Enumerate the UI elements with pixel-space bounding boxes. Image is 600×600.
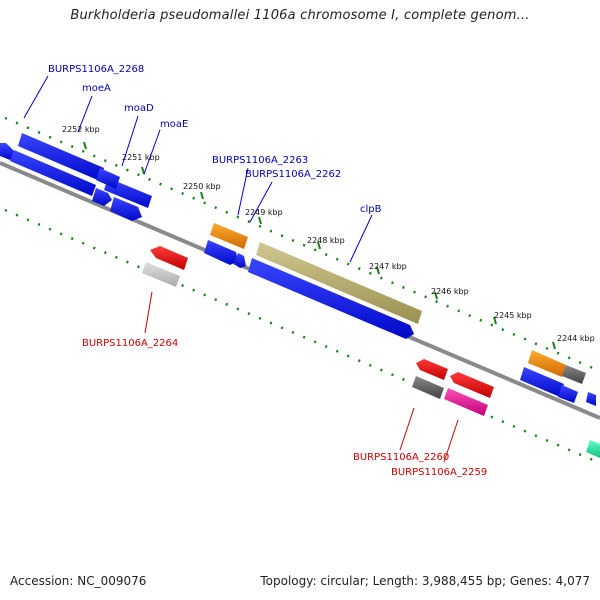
tick-label: 2246 kbp	[431, 287, 469, 296]
tick-label: 2252 kbp	[62, 125, 100, 134]
gene-arrow-BURPS1106A_2268[interactable]	[18, 133, 104, 181]
accession-text: Accession: NC_009076	[10, 574, 147, 588]
gene-label[interactable]: clpB	[360, 204, 382, 215]
gene-label[interactable]: moaE	[160, 119, 188, 130]
gene-arrow-moeA[interactable]	[10, 150, 96, 196]
gene-arrow-BURPS1106A_2259[interactable]	[444, 388, 488, 416]
tick-label: 2249 kbp	[245, 208, 283, 217]
gene-arrow-moaD[interactable]	[92, 188, 112, 206]
tick-label: 2247 kbp	[369, 262, 407, 271]
topology-summary: Topology: circular; Length: 3,988,455 bp…	[260, 574, 590, 588]
gene-label[interactable]: moaD	[124, 103, 154, 114]
gene-labels-reverse: BURPS1106A_2264 BURPS1106A_2260 BURPS110…	[82, 338, 487, 478]
gene-labels-forward: BURPS1106A_2268 moeA moaD moaE BURPS1106…	[48, 64, 382, 215]
gene-arrow-clpB[interactable]	[256, 242, 422, 324]
inner-guide-line	[4, 208, 600, 465]
forward-genes	[0, 133, 596, 406]
gene-arrow-BURPS1106A_2262[interactable]	[204, 240, 238, 265]
gene-arrow[interactable]	[528, 350, 566, 377]
label-connectors	[23, 75, 459, 463]
gene-label[interactable]: BURPS1106A_2268	[48, 64, 144, 75]
gene-arrow[interactable]	[586, 440, 600, 458]
gene-label[interactable]: BURPS1106A_2260	[353, 452, 449, 463]
gene-arrow[interactable]	[248, 258, 414, 339]
tick-label: 2251 kbp	[122, 153, 160, 162]
gene-arrow[interactable]	[586, 392, 596, 406]
gene-arrow[interactable]	[450, 372, 494, 398]
gene-label[interactable]: BURPS1106A_2262	[245, 169, 341, 180]
gene-label[interactable]: BURPS1106A_2259	[391, 467, 487, 478]
gene-arrow[interactable]	[96, 168, 120, 189]
gene-label[interactable]: BURPS1106A_2263	[212, 155, 308, 166]
gene-label[interactable]: BURPS1106A_2264	[82, 338, 178, 349]
gene-arrow-BURPS1106A_2263[interactable]	[210, 223, 248, 249]
reverse-genes	[142, 246, 600, 458]
gene-arrow-BURPS1106A_2260[interactable]	[412, 376, 444, 399]
gene-arrow-BURPS1106A_2264[interactable]	[142, 262, 180, 287]
tick-label: 2245 kbp	[494, 311, 532, 320]
gene-arrow[interactable]	[416, 359, 448, 380]
tick-marks	[83, 141, 556, 350]
tick-label: 2250 kbp	[183, 182, 221, 191]
gene-arrow[interactable]	[234, 253, 246, 268]
tick-label: 2244 kbp	[557, 334, 595, 343]
gene-arrow[interactable]	[562, 365, 586, 384]
gene-arrow[interactable]	[558, 385, 578, 403]
gene-arrow[interactable]	[520, 367, 564, 397]
map-title: Burkholderia pseudomallei 1106a chromoso…	[70, 8, 530, 23]
tick-label: 2248 kbp	[307, 236, 345, 245]
gene-arrow[interactable]	[150, 246, 188, 270]
gene-arrow[interactable]	[110, 197, 142, 221]
tick-labels: 2252 kbp 2251 kbp 2250 kbp 2249 kbp 2248…	[62, 125, 595, 343]
gene-label[interactable]: moeA	[82, 83, 111, 94]
